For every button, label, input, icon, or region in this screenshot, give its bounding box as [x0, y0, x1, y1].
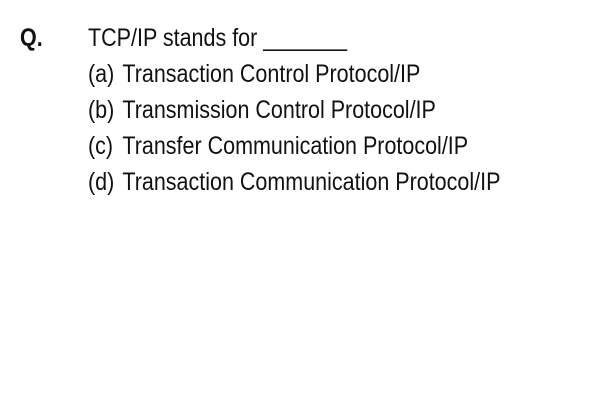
- option-text: Transmission Control Protocol/IP: [122, 96, 436, 124]
- option-letter: (a): [88, 60, 115, 88]
- option-letter: (c): [88, 132, 114, 160]
- option-a: (a) Transaction Control Protocol/IP: [88, 60, 500, 96]
- option-text: Transfer Communication Protocol/IP: [122, 132, 469, 160]
- option-text: Transaction Control Protocol/IP: [122, 60, 421, 88]
- option-letter: (d): [88, 168, 115, 196]
- options-list: (a) Transaction Control Protocol/IP (b) Tr…: [88, 60, 568, 204]
- option-c: (c) Transfer Communication Protocol/IP: [88, 132, 500, 168]
- option-letter: (b): [88, 96, 115, 124]
- option-d: (d) Transaction Communication Protocol/IP: [88, 168, 500, 204]
- option-text: Transaction Communication Protocol/IP: [122, 168, 501, 196]
- question-stem: TCP/IP stands for _______: [88, 24, 347, 52]
- question-label: Q.: [20, 24, 43, 52]
- option-b: (b) Transmission Control Protocol/IP: [88, 96, 500, 132]
